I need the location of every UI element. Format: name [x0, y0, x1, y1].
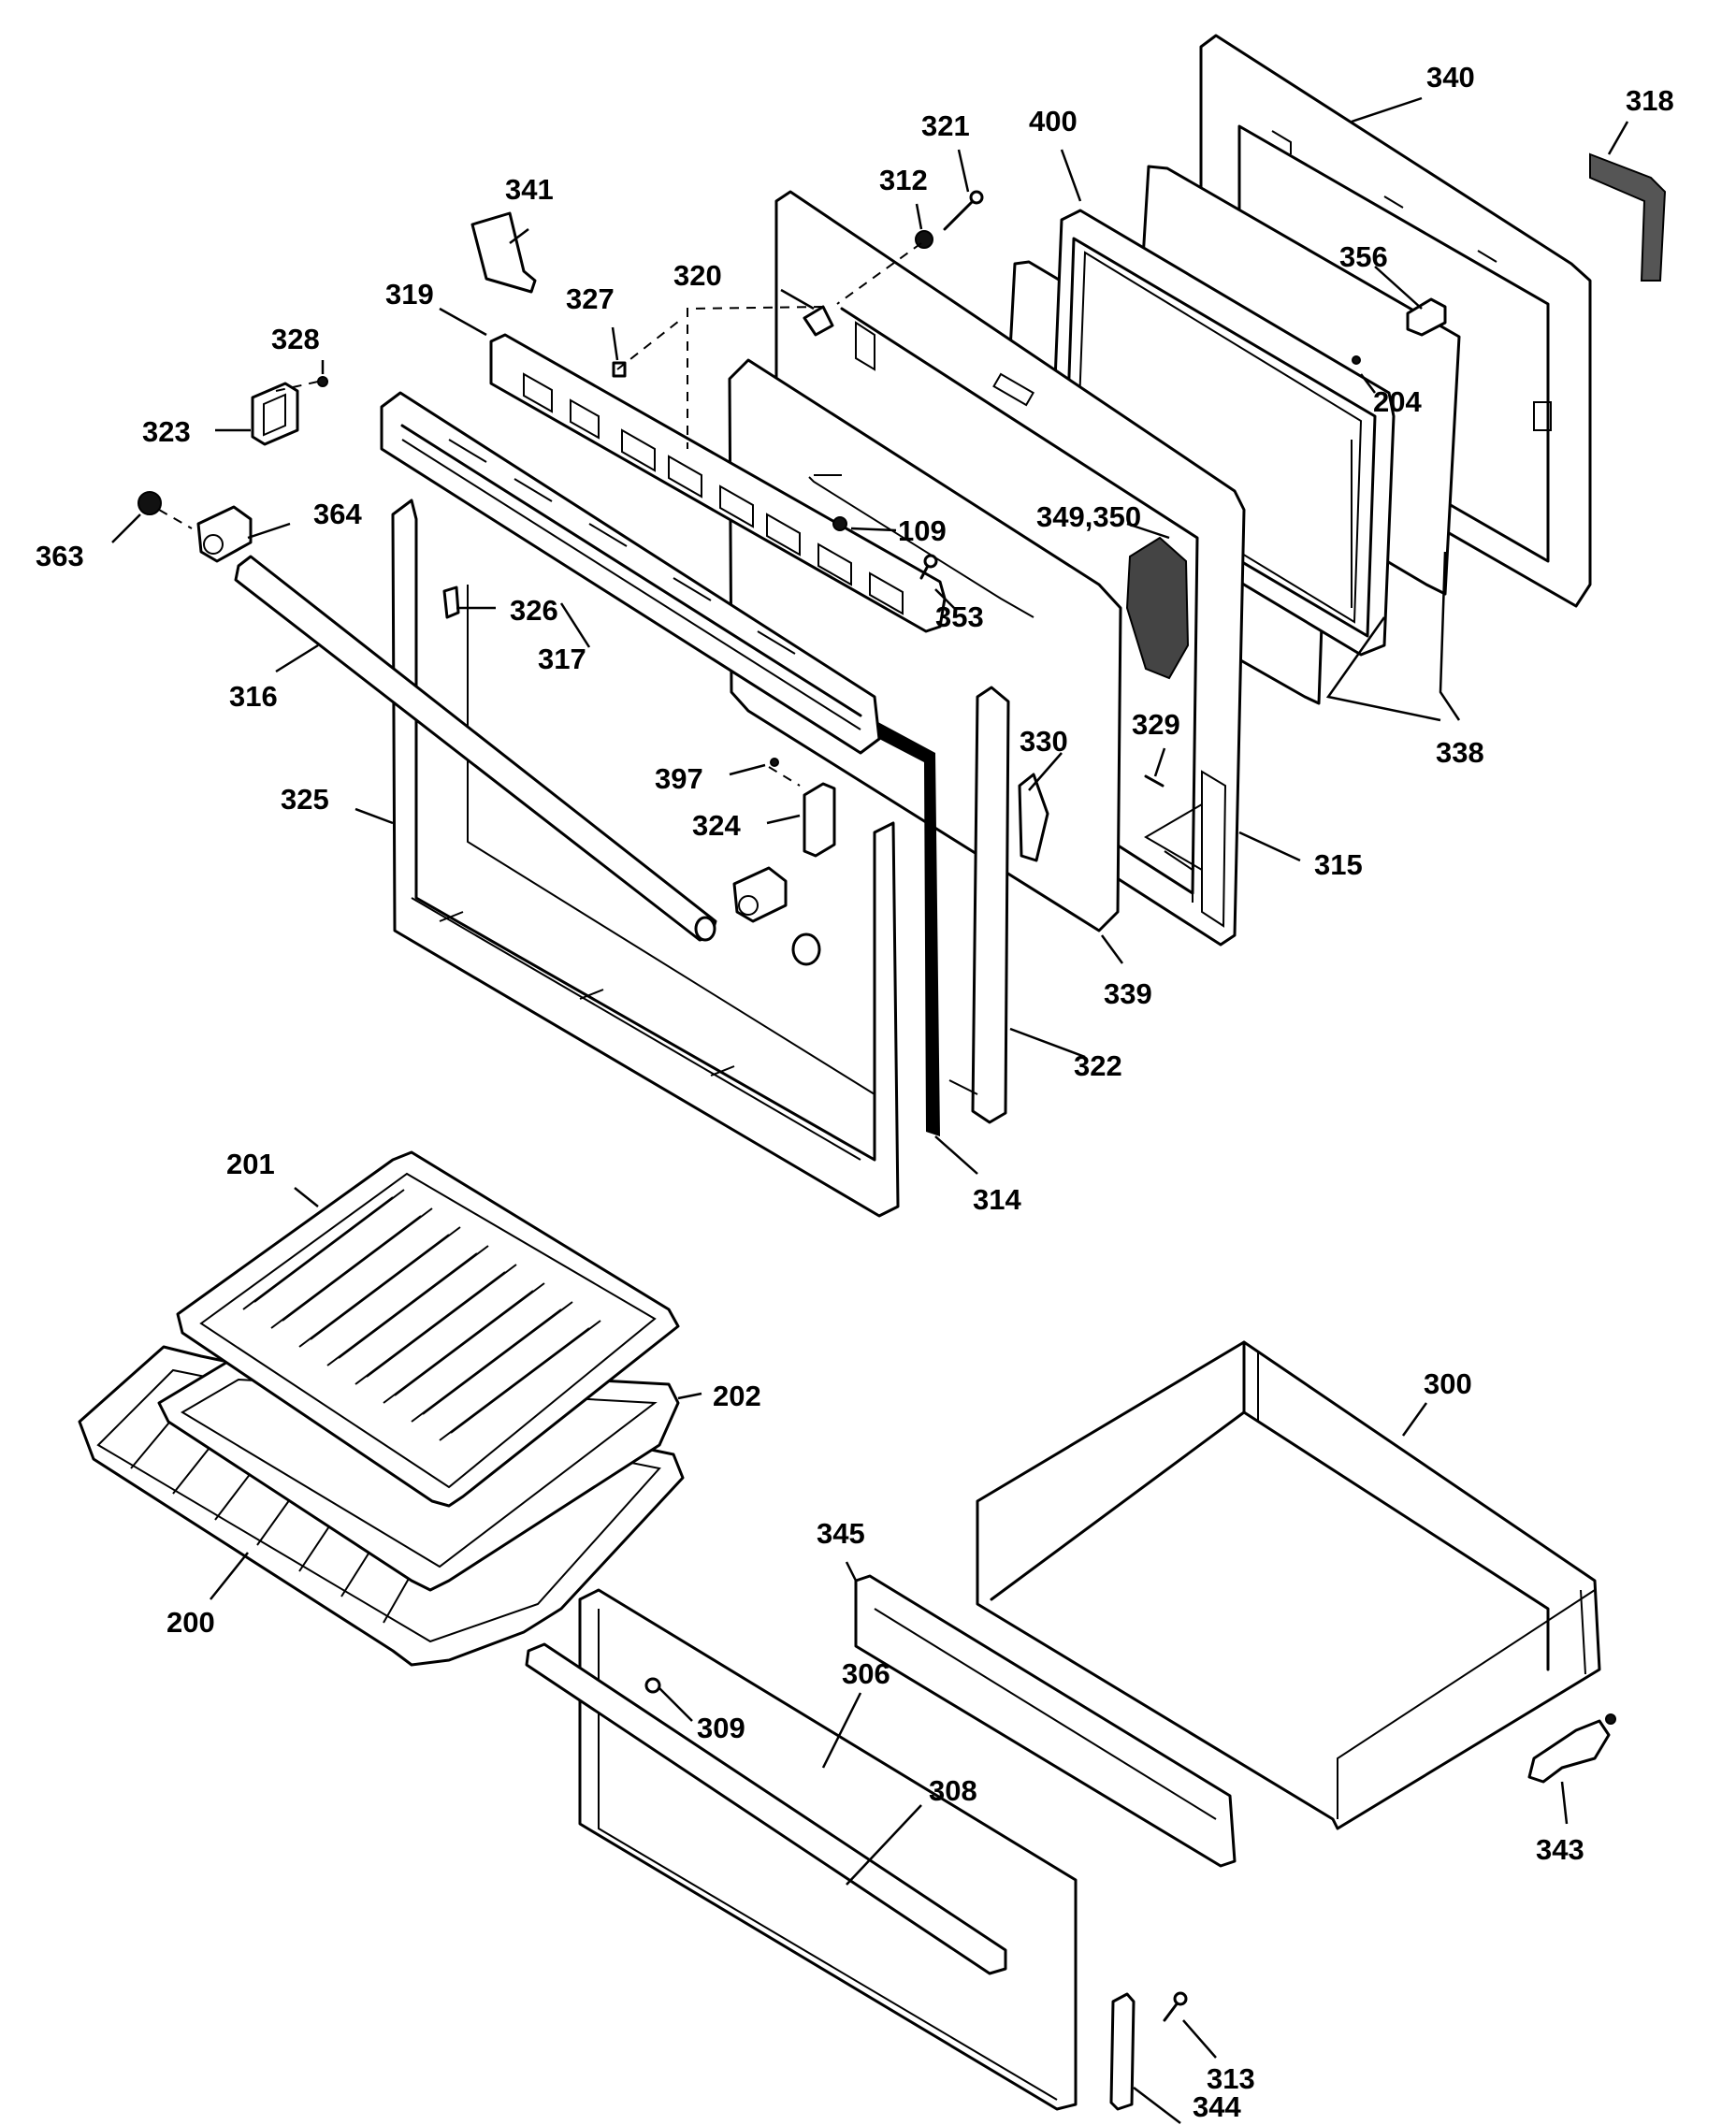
drawer-body-300 — [976, 1340, 1601, 1830]
bumper-324 — [803, 782, 836, 858]
insulation-block-349-350 — [1125, 536, 1190, 680]
label-312: 312 — [879, 164, 928, 196]
label-322: 322 — [1074, 1049, 1122, 1082]
label-200: 200 — [166, 1606, 215, 1639]
label-344: 344 — [1193, 2090, 1241, 2123]
clip-326 — [442, 585, 460, 619]
screw-328 — [317, 376, 328, 387]
door-side-trim-322 — [948, 686, 1010, 1124]
label-306: 306 — [842, 1657, 890, 1690]
label-349-350: 349,350 — [1036, 500, 1141, 533]
label-363: 363 — [36, 540, 84, 572]
label-308: 308 — [929, 1774, 977, 1807]
label-314: 314 — [973, 1183, 1021, 1216]
knob-363 — [137, 491, 162, 515]
screw-321 — [943, 190, 984, 231]
ref-line-5 — [768, 766, 801, 787]
label-313: 313 — [1207, 2062, 1255, 2095]
label-326: 326 — [510, 594, 558, 627]
label-327: 327 — [566, 282, 615, 315]
label-364: 364 — [313, 498, 362, 530]
label-315: 315 — [1314, 848, 1363, 881]
drawer-latch-343 — [1527, 1713, 1616, 1784]
door-gasket-318 — [1589, 152, 1667, 282]
label-340: 340 — [1426, 61, 1475, 94]
screw-397 — [770, 758, 779, 767]
door-seal-314 — [875, 720, 940, 1136]
outer-door-panel-325 — [391, 499, 900, 1218]
leader-lines — [111, 96, 1629, 2124]
label-201: 201 — [226, 1148, 275, 1180]
control-backing-319 — [489, 333, 947, 633]
door-handle-316 — [234, 555, 717, 942]
drawer-slide-345 — [854, 1574, 1237, 1868]
screw-204 — [1352, 355, 1361, 365]
label-330: 330 — [1020, 725, 1068, 758]
label-400: 400 — [1029, 105, 1078, 137]
label-353: 353 — [935, 600, 984, 633]
screw-329 — [1144, 774, 1165, 788]
nut-109 — [832, 516, 847, 531]
label-300: 300 — [1424, 1367, 1472, 1400]
label-323: 323 — [142, 415, 191, 448]
label-321: 321 — [921, 109, 970, 142]
broiler-grid-201 — [176, 1150, 680, 1508]
hinge-clip-356 — [1406, 297, 1447, 337]
bracket-341 — [470, 211, 537, 294]
screw-313 — [1163, 1991, 1188, 2022]
ref-line-4 — [158, 509, 193, 529]
label-320: 320 — [673, 259, 722, 292]
label-339: 339 — [1104, 977, 1152, 1010]
label-317: 317 — [538, 643, 586, 675]
handle-cap-364-left — [196, 505, 253, 563]
label-343: 343 — [1536, 1833, 1584, 1866]
bracket-320 — [803, 305, 834, 337]
label-329: 329 — [1132, 708, 1180, 741]
ref-line-1 — [836, 242, 922, 305]
label-204: 204 — [1373, 385, 1422, 418]
callout-labels: 340 318 321 400 312 341 356 320 327 319 … — [36, 61, 1674, 2123]
drawer-bracket-344 — [1109, 1992, 1136, 2111]
label-202: 202 — [713, 1380, 761, 1412]
label-328: 328 — [271, 323, 320, 355]
label-397: 397 — [655, 762, 703, 795]
vent-trim-317 — [380, 391, 881, 755]
label-356: 356 — [1339, 240, 1388, 273]
label-338: 338 — [1436, 736, 1484, 769]
label-318: 318 — [1626, 84, 1674, 117]
bracket-330 — [1018, 773, 1049, 862]
label-345: 345 — [817, 1517, 865, 1550]
label-325: 325 — [281, 783, 329, 816]
label-316: 316 — [229, 680, 278, 713]
label-309: 309 — [697, 1712, 745, 1744]
screw-353 — [919, 554, 938, 580]
ref-line-6 — [275, 381, 319, 392]
ref-line-3 — [616, 317, 684, 370]
drawer-trim-308 — [525, 1642, 1007, 1975]
label-319: 319 — [385, 278, 434, 311]
label-341: 341 — [505, 173, 554, 206]
bracket-323 — [251, 382, 299, 446]
label-324: 324 — [692, 809, 741, 842]
ref-line-2 — [687, 306, 824, 449]
label-109: 109 — [898, 514, 947, 547]
handle-cap-364-right — [732, 866, 821, 966]
